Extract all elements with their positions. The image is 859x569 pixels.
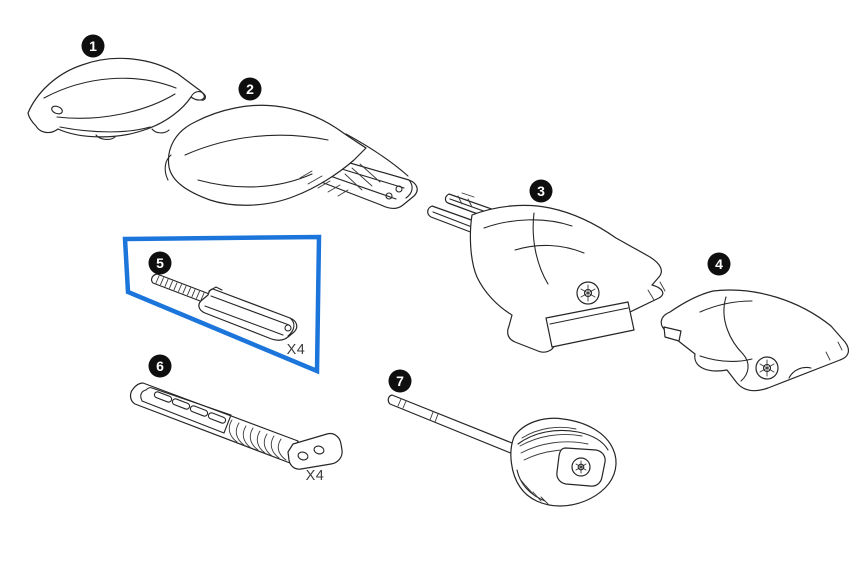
part-6-badge-circle (148, 354, 172, 378)
part-7-drawing (387, 394, 617, 507)
part-4-drawing (660, 289, 850, 392)
part-6-badge: 6 (148, 354, 172, 378)
part-5-highlight-box (122, 234, 322, 375)
part-6-drawing (129, 382, 343, 470)
part-3-drawing (427, 192, 666, 353)
part-5-drawing (151, 273, 298, 341)
part-2-drawing (164, 104, 418, 209)
part-3-badge-circle (529, 179, 553, 203)
part-4-badge: 4 (707, 252, 731, 276)
part-5-badge-number: 5 (156, 255, 164, 271)
part-6-quantity-label: X4 (306, 468, 325, 484)
part-3-badge: 3 (529, 179, 553, 203)
part-7-badge: 7 (388, 369, 412, 393)
part-4-badge-number: 4 (715, 256, 723, 272)
part-6-badge-number: 6 (156, 358, 164, 374)
part-3-badge-number: 3 (537, 183, 545, 199)
part-7-badge-circle (388, 369, 412, 393)
part-2-badge: 2 (238, 77, 262, 101)
part-4-badge-circle (707, 252, 731, 276)
part-1-drawing (27, 57, 206, 140)
part-5-badge: 5 (148, 251, 172, 275)
part-5-badge-circle (148, 251, 172, 275)
part-5-quantity-label: X4 (287, 342, 306, 358)
part-1-badge: 1 (81, 34, 105, 58)
part-1-badge-circle (81, 34, 105, 58)
part-7-badge-number: 7 (396, 373, 404, 389)
part-1-badge-number: 1 (89, 38, 97, 54)
part-2-badge-circle (238, 77, 262, 101)
part-2-badge-number: 2 (246, 81, 254, 97)
